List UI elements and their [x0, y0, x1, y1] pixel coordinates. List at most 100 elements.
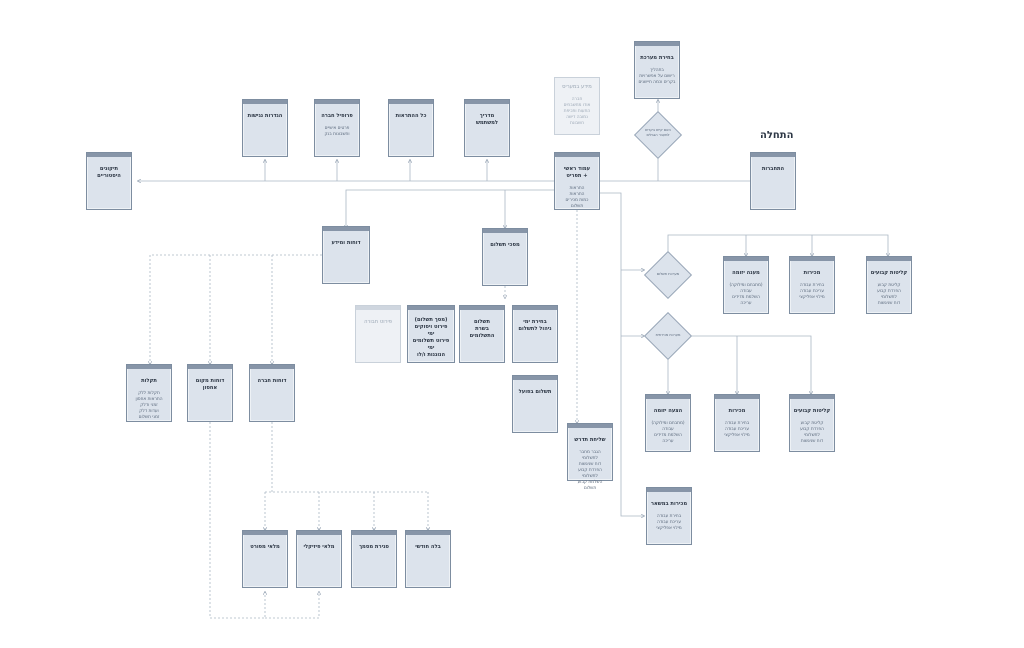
card-header-strip [465, 100, 509, 104]
card-title: מענה יזומה [732, 270, 760, 276]
card-title: התחברות [761, 166, 785, 172]
card-header-strip [867, 257, 911, 261]
card-physical-inventory[interactable]: מלאי פיזיקלי [296, 530, 342, 588]
card-header-strip [513, 306, 557, 310]
card-history[interactable]: תיקונים היסטוריים [86, 152, 132, 210]
card-user-guide[interactable]: מדריך למשתמש [464, 99, 510, 157]
card-header-strip [790, 395, 834, 399]
card-title: שליחת תדרש [574, 437, 606, 443]
card-header-strip [483, 229, 527, 233]
card-body: בתהליך רישום על אפשרויות בקרים וכמה חייש… [638, 68, 676, 85]
card-send-order[interactable]: שליחת תדרש הגבר מחבר לתשלומי דוח שניגשות… [567, 423, 613, 491]
card-title: מסכי תשלום [490, 242, 520, 248]
card-header-strip [323, 227, 369, 231]
card-title: מכירות במשאר [650, 501, 688, 507]
card-payment-screens[interactable]: מסכי תשלום [482, 228, 528, 286]
card-header-strip [408, 306, 454, 310]
card-body: בחירת עבודה עריכת עבודה מילוי אפליקצי [656, 514, 682, 531]
card-header-strip [751, 153, 795, 157]
card-header-strip [635, 42, 679, 46]
card-body: תקלות ללק התראות אחסון זמני ודלק ועדות ד… [135, 391, 163, 420]
card-title: קליטות קבועים [870, 270, 908, 276]
card-title: מלאי פיזיקלי [303, 544, 335, 550]
card-payment-choice[interactable]: תשלום בשרת התשלומים [459, 305, 505, 363]
card-body: פרטים אישיים וחשבונות בנק [324, 126, 350, 137]
card-row1-sales[interactable]: מכירות בחירת עבודה עריכת עבודה מילוי אפל… [789, 256, 835, 314]
card-row1-initiative[interactable]: מענה יזומה (מתבחם ומילוקה) עבודה השלמת מ… [723, 256, 769, 314]
card-title: פרופיל חברה [321, 113, 353, 119]
card-title: כל ההתראות [395, 113, 427, 119]
card-body: (מתבחם ומילוקה) עבודה השלמת מדידים עריכה [729, 283, 763, 306]
card-body: התראות התראות כמות מכירים תשלום [565, 186, 589, 209]
card-monthly[interactable]: בלה חודשי [405, 530, 451, 588]
card-header-strip [127, 365, 171, 369]
card-payment-faded[interactable]: פירוט חבורה [355, 305, 401, 363]
card-row2-sales[interactable]: מכירות בחירת עבודה עריכת עבודה מילוי אפל… [714, 394, 760, 452]
card-header-strip [87, 153, 131, 157]
card-header-strip [790, 257, 834, 261]
card-header-strip [389, 100, 433, 104]
card-title: עמוד ראשי + תפריט [563, 166, 591, 179]
decision-sales-system-label: מערכת מכירתית [655, 333, 681, 337]
card-company-report[interactable]: דוחות חברה [249, 364, 295, 422]
card-header-strip [356, 306, 400, 310]
card-home[interactable]: עמוד ראשי + תפריט התראות התראות כמות מכי… [554, 152, 600, 210]
card-header-strip [460, 306, 504, 310]
card-header-strip [513, 376, 557, 380]
card-faults[interactable]: תקלות תקלות ללק התראות אחסון זמני ודלק ו… [126, 364, 172, 422]
card-signup[interactable]: התחברות [750, 152, 796, 210]
card-row1-purchases[interactable]: קליטות קבועים קליטת קבוע הפרדת קבוע לתשל… [866, 256, 912, 314]
card-title: מידע במעריס [562, 84, 592, 90]
card-title: תשלום בשרת התשלומים [469, 319, 495, 339]
card-sale-paper[interactable]: מכירות במשאר בחירת עבודה עריכת עבודה מיל… [646, 487, 692, 545]
card-header-strip [297, 531, 341, 535]
card-body: חברה אודו מחשבחים התעות ותכיפת נמובה דיש… [563, 97, 591, 126]
card-header-strip [406, 531, 450, 535]
card-manual-payment[interactable]: תשלום בפועל [512, 375, 558, 433]
card-header-strip [715, 395, 759, 399]
card-payment-summary[interactable]: (מסך תשלום) פירוט ויסוקים ימי פירוט תשלו… [407, 305, 455, 363]
card-header-strip [315, 100, 359, 104]
card-header-strip [568, 424, 612, 428]
card-system-select[interactable]: בחירת מערכת בתהליך רישום על אפשרויות בקר… [634, 41, 680, 99]
card-title: דוחות חברה [257, 378, 287, 384]
card-title: בחירת מערכת [640, 55, 674, 61]
card-body: בחירת עבודה עריכת עבודה מילוי אפליקצי [724, 421, 750, 438]
card-body: קליטת קבוע הפרדת קבוע לתשלומי דוח שניגשו… [877, 283, 901, 306]
card-body: הגבר מחבר לתשלומי דוח שניגשות הפרדת קבוע… [577, 450, 603, 491]
card-header-strip [647, 488, 691, 492]
card-title: מדריך למשתמש [475, 113, 499, 126]
card-detailed-inventory[interactable]: מלאי מפורט [242, 530, 288, 588]
card-storage-report[interactable]: דוחות מקום אחסון [187, 364, 233, 422]
card-body: (מתבחם ומילוקה) עבודה השלמת מדידים עריכה [651, 421, 685, 444]
card-reports[interactable]: דוחות ומידע [322, 226, 370, 284]
card-title: הגדרות נגישות [247, 113, 283, 119]
card-close-document[interactable]: סגירת מסמך [351, 530, 397, 588]
card-title: פירוט חבורה [364, 319, 392, 325]
card-header-strip [188, 365, 232, 369]
card-title: קליטות קבועים [793, 408, 831, 414]
card-title: תיקונים היסטוריים [97, 166, 121, 179]
card-header-strip [724, 257, 768, 261]
start-heading: התחלה [760, 130, 794, 141]
card-header-strip [555, 153, 599, 157]
card-title: דוחות ומידע [331, 240, 361, 246]
card-body: קליטת קבוע הפרדת קבוע לתשלומי דוח שניגשו… [800, 421, 824, 444]
card-notifications[interactable]: הגדרות נגישות [242, 99, 288, 157]
card-title: הצעה יזומה [653, 408, 683, 414]
card-row2-purchases[interactable]: קליטות קבועים קליטת קבוע הפרדת קבוע לתשל… [789, 394, 835, 452]
card-title: תקלות [141, 378, 157, 384]
decision-payment-system-label: מערכת תשלום [656, 272, 680, 276]
card-promo[interactable]: מידע במעריס חברה אודו מחשבחים התעות ותכי… [554, 77, 600, 135]
card-company-profile[interactable]: פרופיל חברה פרטים אישיים וחשבונות בנק [314, 99, 360, 157]
card-hours-choice[interactable]: בחירת ימי ניהול לתשלום [512, 305, 558, 363]
card-body: בחירת עבודה עריכת עבודה מילוי אפליקצי [799, 283, 825, 300]
card-header-strip [243, 531, 287, 535]
decision-system-exists-label: האם קיים בקרים למעבר הגבלים [645, 128, 671, 137]
card-row2-initiative[interactable]: הצעה יזומה (מתבחם ומילוקה) עבודה השלמת מ… [645, 394, 691, 452]
card-header-strip [243, 100, 287, 104]
card-title: מלאי מפורט [250, 544, 280, 550]
card-title: דוחות מקום אחסון [195, 378, 225, 391]
card-alerts[interactable]: כל ההתראות [388, 99, 434, 157]
card-title: (מסך תשלום) פירוט ויסוקים ימי פירוט תשלו… [412, 317, 450, 358]
